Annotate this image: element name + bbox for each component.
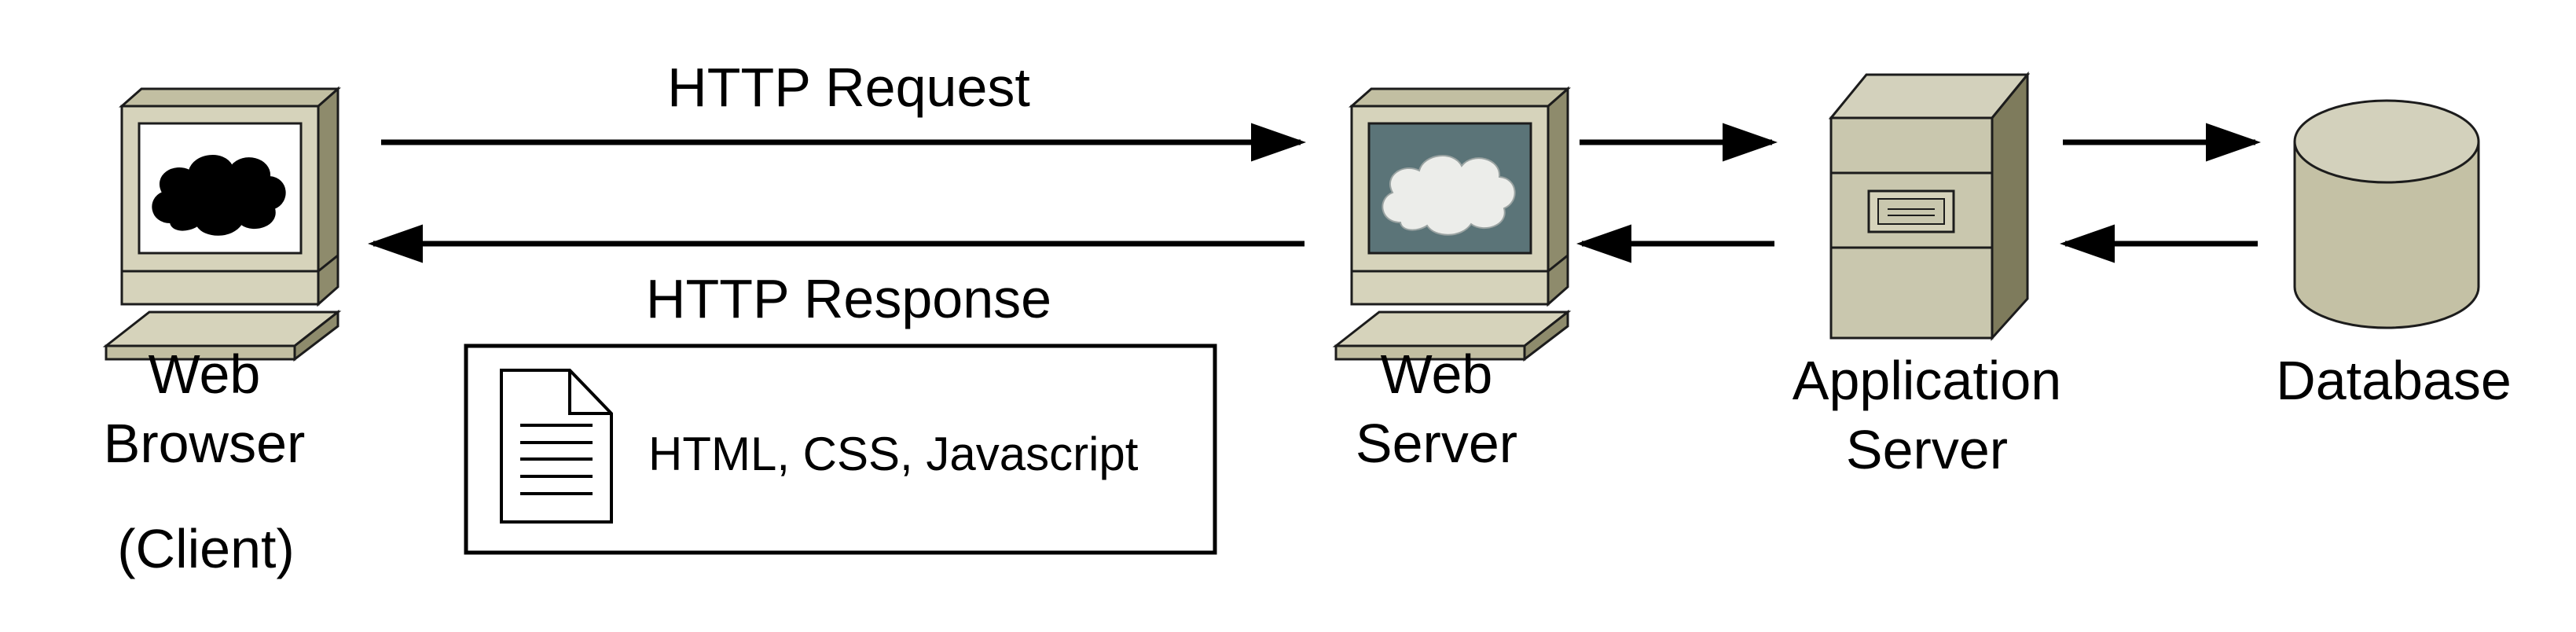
http-response-label: HTTP Response [646, 268, 1051, 329]
web-server-label-line2: Server [1356, 413, 1517, 474]
database-cylinder-icon [2293, 99, 2480, 329]
app-server-label-line2: Server [1846, 419, 2008, 480]
browser-label-line3: (Client) [117, 518, 295, 579]
document-icon [500, 369, 613, 524]
database-label: Database [2276, 350, 2512, 411]
app-server-label-line1: Application [1793, 350, 2061, 411]
web-server-computer-icon [1334, 87, 1569, 361]
browser-label-line2: Browser [104, 413, 306, 474]
server-cloud-icon [1382, 155, 1516, 236]
browser-label-line1: Web [149, 344, 261, 405]
http-request-label: HTTP Request [667, 57, 1030, 118]
client-computer-icon [105, 87, 339, 361]
web-server-label-line1: Web [1381, 344, 1493, 405]
client-cloud-icon [152, 155, 286, 236]
application-server-icon [1828, 71, 2031, 341]
response-content-label: HTML, CSS, Javascript [648, 428, 1139, 480]
